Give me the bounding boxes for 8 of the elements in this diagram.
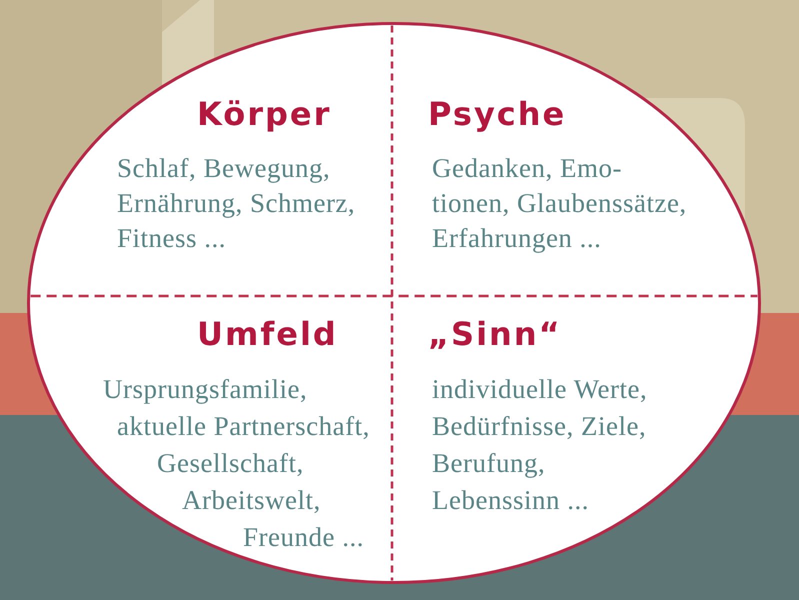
quadrant-description: Gedanken, Emo- tionen, Glaubenssätze, Erfahrungen ... <box>432 152 688 255</box>
quadrant-description: Ursprungsfamilie, aktuelle Partnerschaft, Gesellschaft, Arbeitswelt, Freunde ... <box>103 373 371 554</box>
quadrant-heading: „Sinn“ <box>428 318 562 350</box>
quadrant-heading: Umfeld <box>197 318 338 350</box>
quadrant-description: Schlaf, Bewegung, Ernährung, Schmerz, Fitness ... <box>117 152 356 255</box>
quadrant-heading: Psyche <box>428 98 566 130</box>
quadrant-description: individuelle Werte, Bedürfnisse, Ziele, Berufung, Lebenssinn ... <box>432 373 648 517</box>
quadrant-heading: Körper <box>197 98 332 130</box>
